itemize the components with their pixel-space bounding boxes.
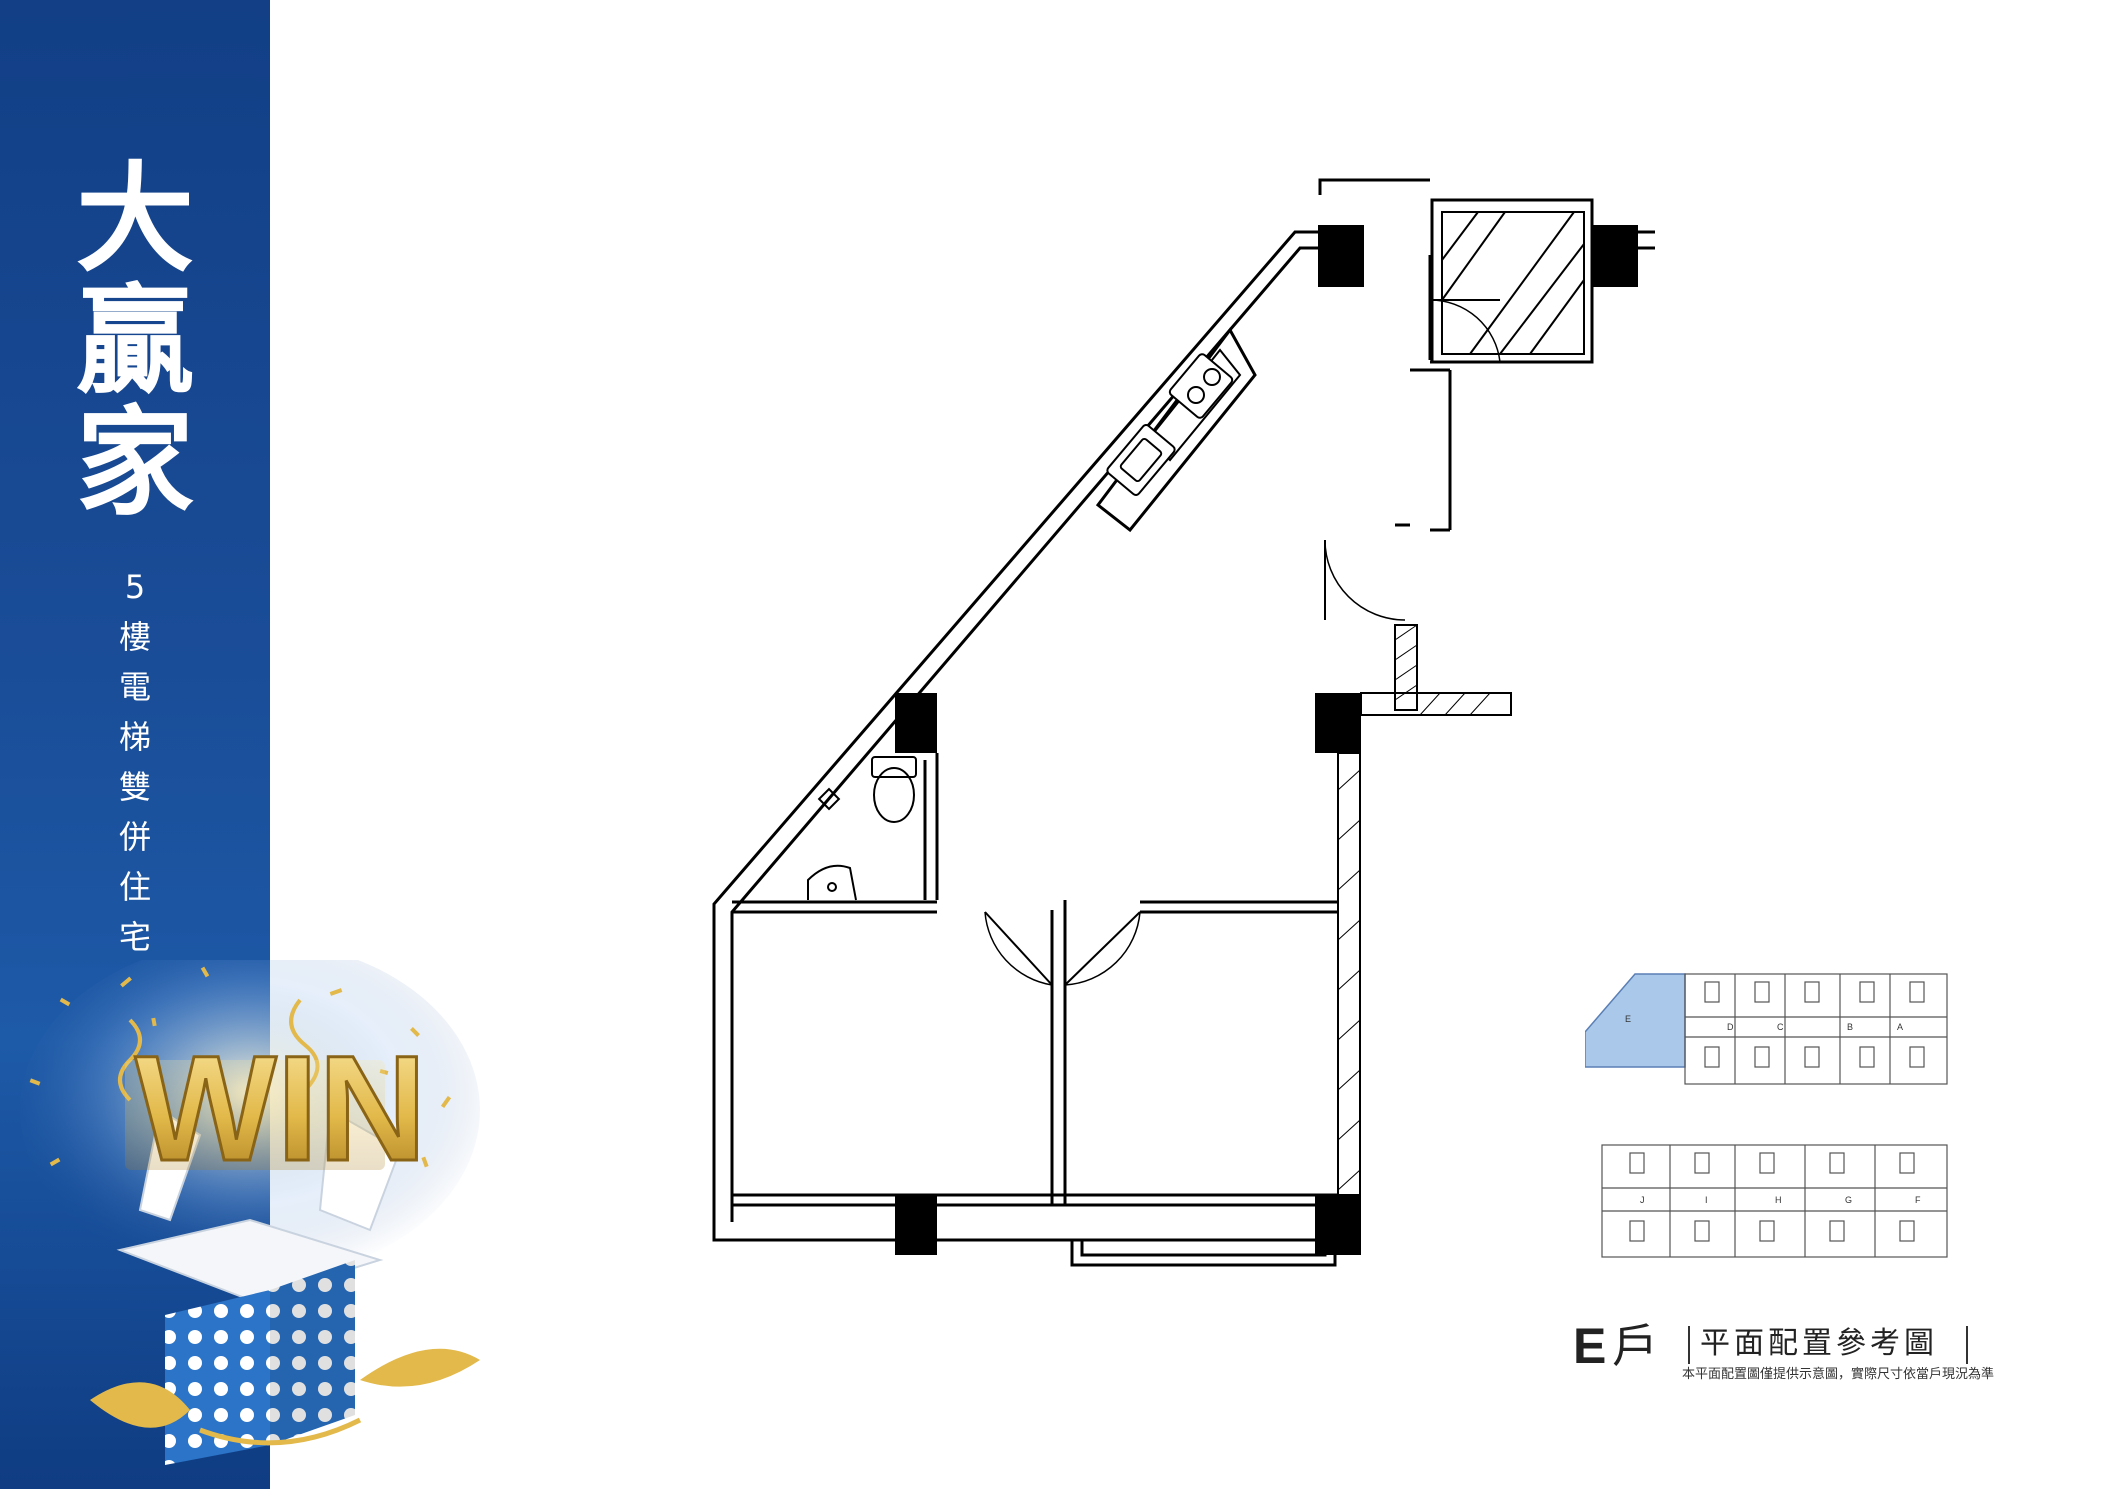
key-label: H	[1775, 1195, 1782, 1205]
brand-title-char-3: 家	[75, 393, 194, 532]
key-label: D	[1727, 1022, 1734, 1032]
washbasin-icon	[807, 864, 857, 901]
subtitle-char: 宅	[118, 918, 151, 956]
entry-door	[1324, 539, 1406, 621]
subtitle-char: 併	[118, 818, 151, 856]
key-plan-lower: J I H G F	[1601, 1144, 1948, 1258]
sink-icon	[1106, 424, 1176, 496]
kitchen-counter	[1095, 327, 1257, 533]
shower-icon	[817, 787, 841, 811]
plan-disclaimer: 本平面配置圖僅提供示意圖，實際尺寸依當戶現況為準	[1682, 1367, 1995, 1382]
key-label: E	[1625, 1014, 1631, 1024]
subtitle-char: 梯	[118, 718, 151, 756]
key-plan-upper: E D C B A	[1585, 973, 1948, 1085]
key-label: B	[1847, 1022, 1853, 1032]
key-label: I	[1705, 1195, 1708, 1205]
highlighted-unit-e	[1585, 973, 1686, 1068]
plan-title: 平面配置參考圖	[1700, 1326, 1938, 1361]
bathroom	[732, 753, 939, 914]
brand-title-char-1: 大	[75, 149, 194, 288]
window-wall	[732, 1193, 1338, 1207]
key-label: J	[1640, 1195, 1645, 1205]
key-label: C	[1777, 1022, 1784, 1032]
stove-icon	[1168, 353, 1234, 419]
bedroom-door-right	[1064, 911, 1141, 986]
bedroom-divider	[1050, 900, 1338, 1205]
win-banner-text: WIN	[135, 1024, 427, 1192]
balcony	[1070, 1240, 1337, 1267]
unit-letter: E	[1573, 1318, 1607, 1374]
key-label: G	[1845, 1195, 1852, 1205]
key-label: F	[1915, 1195, 1921, 1205]
subtitle-char: 電	[118, 668, 151, 706]
subtitle-char: 5	[124, 568, 146, 606]
key-label: A	[1897, 1022, 1903, 1032]
subtitle-char: 住	[118, 868, 151, 906]
corridor-wall	[1318, 178, 1452, 532]
caption-divider	[1688, 1326, 1690, 1364]
subtitle-char: 雙	[118, 768, 151, 806]
bedroom-door-left	[984, 911, 1053, 986]
hatched-wall	[1337, 624, 1512, 1196]
gift-box-icon: WIN	[20, 960, 480, 1465]
toilet-icon	[871, 756, 917, 823]
structural-column	[895, 225, 1638, 1255]
caption-divider	[1966, 1326, 1968, 1364]
brand-title-char-2: 贏	[75, 271, 194, 410]
subtitle-char: 樓	[118, 618, 151, 656]
closet-door	[1429, 299, 1501, 363]
unit-suffix: 戶	[1612, 1319, 1658, 1373]
